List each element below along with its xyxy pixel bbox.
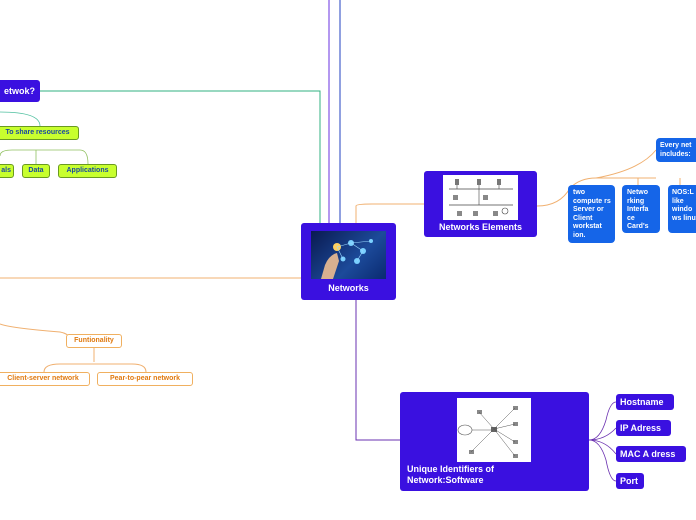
- node-mac-address[interactable]: MAC A dress: [616, 446, 686, 462]
- node-label: als: [1, 167, 11, 174]
- node-label: Funtionality: [74, 337, 114, 344]
- node-label: Port: [620, 476, 638, 486]
- node-label: Hostname: [620, 397, 664, 407]
- node-nic[interactable]: Netwo rking Interfa ce Card's: [622, 185, 660, 233]
- node-label: MAC A dress: [620, 449, 676, 459]
- node-peer-to-peer[interactable]: Pear-to-pear network: [97, 372, 193, 386]
- node-label: Data: [28, 167, 44, 174]
- node-label: Client-server network: [7, 375, 79, 382]
- networks-image: [311, 231, 386, 279]
- node-label: Netwo rking Interfa ce Card's: [627, 189, 649, 230]
- node-label: etwok?: [3, 86, 35, 96]
- node-networks-elements[interactable]: Networks Elements: [424, 171, 537, 237]
- node-resource-1[interactable]: als: [0, 164, 14, 178]
- node-functionality[interactable]: Funtionality: [66, 334, 122, 348]
- node-nos[interactable]: NOS:L like windo ws linux: [668, 185, 696, 233]
- node-label: two compute rs Server or Client workstat…: [573, 189, 611, 239]
- node-share-resources[interactable]: To share resources: [0, 126, 79, 140]
- network-hand-icon: [321, 239, 373, 279]
- node-label: Networks Elements: [438, 222, 523, 232]
- node-what-is-network[interactable]: etwok?: [0, 80, 40, 102]
- lan-diagram-image: [443, 175, 518, 220]
- node-label: Every net includes:: [660, 142, 692, 158]
- node-label: Networks: [328, 283, 369, 293]
- node-label: Unique Identifiers of Network:Software: [407, 464, 495, 485]
- node-label: IP Adress: [620, 423, 662, 433]
- node-client-server[interactable]: Client-server network: [0, 372, 90, 386]
- node-label: NOS:L like windo ws linux: [672, 189, 696, 222]
- network-topology-image: [457, 398, 531, 462]
- topology-icon: [457, 406, 518, 458]
- node-resource-data[interactable]: Data: [22, 164, 50, 178]
- node-port[interactable]: Port: [616, 473, 644, 489]
- node-ip-address[interactable]: IP Adress: [616, 420, 671, 436]
- node-label: To share resources: [5, 129, 70, 136]
- node-resource-applications[interactable]: Applications: [58, 164, 117, 178]
- node-label: Applications: [66, 167, 109, 174]
- node-every-network[interactable]: Every net includes:: [656, 138, 696, 162]
- node-computers[interactable]: two compute rs Server or Client workstat…: [568, 185, 615, 243]
- node-networks[interactable]: Networks: [301, 223, 396, 300]
- node-unique-identifiers[interactable]: Unique Identifiers of Network:Software: [400, 392, 589, 491]
- lan-diagram-icon: [449, 179, 513, 216]
- node-hostname[interactable]: Hostname: [616, 394, 674, 410]
- node-label: Pear-to-pear network: [109, 375, 181, 382]
